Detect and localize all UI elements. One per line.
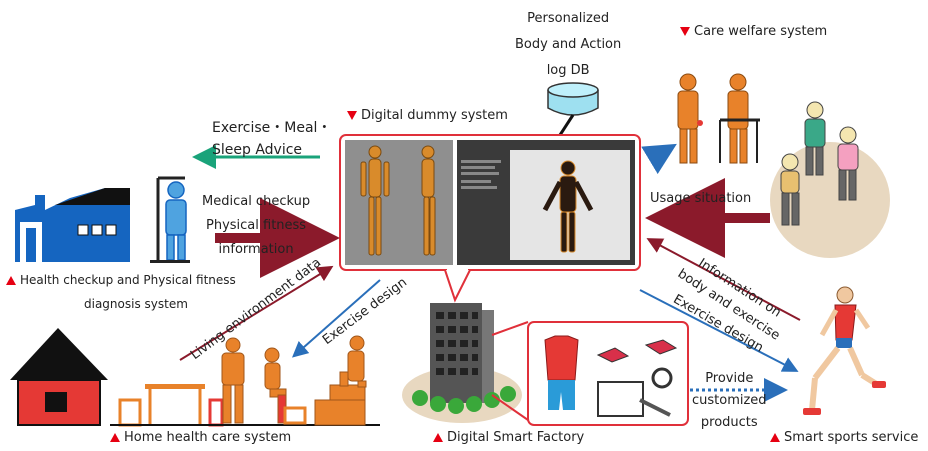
db-label-line3: log DB [546, 63, 590, 78]
usage-situation-label: Usage situation [650, 191, 752, 206]
home-health-label: Home health care system [110, 430, 291, 446]
digital-dummy-text: Digital dummy system [361, 108, 508, 123]
living-env-arrow [179, 265, 334, 361]
exercise-figures-icon [221, 335, 367, 426]
db-label-line2: Body and Action [515, 37, 622, 52]
advice-line1: Exercise・Meal・ [212, 120, 332, 136]
smart-sports-label: Smart sports service [770, 430, 918, 446]
database-label: Personalized Body and Action log DB [515, 6, 621, 84]
medical-label: Medical checkup Physical fitness informa… [202, 190, 310, 262]
care-welfare-label: Care welfare system [680, 24, 827, 40]
marker-up-icon [6, 276, 16, 285]
info-arrow [646, 238, 801, 321]
height-measure-icon [150, 176, 190, 263]
marker-down-icon [680, 27, 690, 36]
exercise-design-left-arrow [292, 279, 381, 358]
marker-down-icon [347, 111, 357, 120]
provide-line2: customized [692, 393, 767, 408]
clinic-building-icon [15, 188, 130, 262]
care-figures-icon [677, 73, 890, 258]
health-checkup-line1: Health checkup and Physical fitness [20, 273, 236, 287]
runner-icon [803, 286, 886, 415]
medical-line1: Medical checkup [202, 194, 311, 209]
smart-sports-text: Smart sports service [784, 430, 919, 445]
marker-up-icon [110, 433, 120, 442]
smart-factory-text: Digital Smart Factory [447, 430, 585, 445]
care-welfare-text: Care welfare system [694, 24, 828, 39]
medical-line3: information [218, 242, 294, 257]
digital-dummy-label: Digital dummy system [347, 108, 508, 124]
factory-building-icon [402, 303, 522, 423]
database-icon [547, 82, 599, 136]
health-checkup-line2: diagnosis system [84, 297, 188, 311]
care-arrow [641, 143, 677, 175]
provide-label: Provide customized products [692, 368, 767, 434]
health-checkup-label: Health checkup and Physical fitness diag… [6, 268, 236, 316]
marker-up-icon [770, 433, 780, 442]
smart-factory-label: Digital Smart Factory [433, 430, 584, 446]
house-icon [10, 328, 380, 427]
factory-callout [491, 321, 689, 426]
digital-dummy-panel [339, 134, 641, 303]
exercise-design-right-arrow [639, 289, 799, 372]
advice-line2: Sleep Advice [212, 142, 303, 158]
marker-up-icon [433, 433, 443, 442]
advice-label: Exercise・Meal・ Sleep Advice [212, 117, 331, 161]
provide-line1: Provide [705, 371, 754, 386]
medical-line2: Physical fitness [206, 218, 307, 233]
provide-line3: products [700, 415, 758, 430]
home-health-text: Home health care system [124, 430, 292, 445]
db-label-line1: Personalized [527, 11, 610, 26]
